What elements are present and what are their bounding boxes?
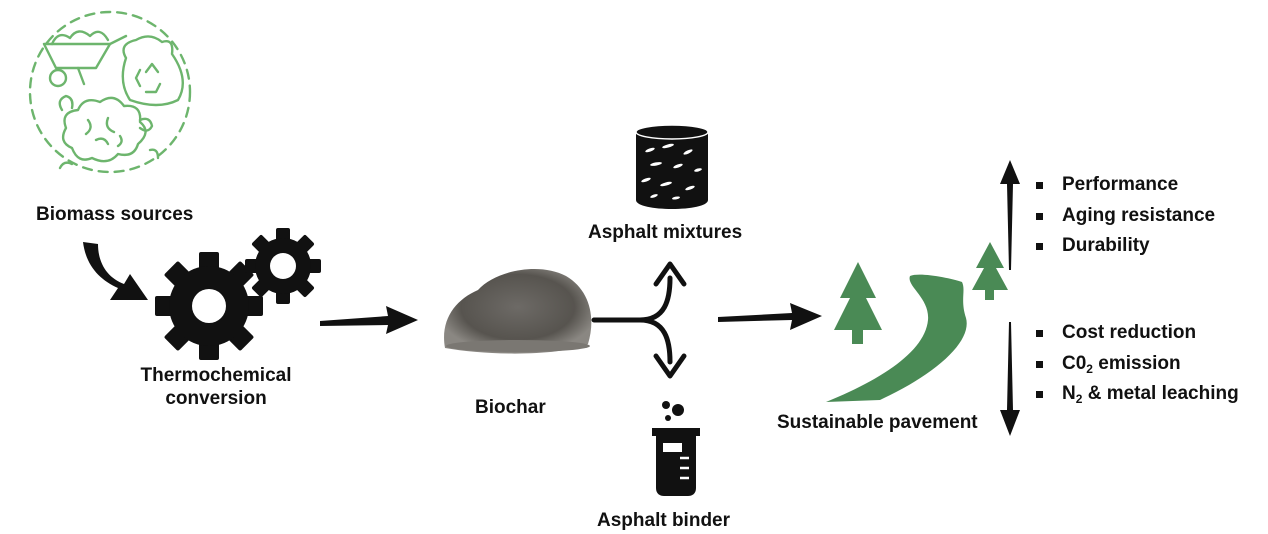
tree-right (972, 242, 1008, 300)
arrow-down-benefits (1000, 322, 1020, 436)
arrow-conversion-to-biochar (320, 306, 418, 334)
benefit-n2-metal-leaching: N2 & metal leaching (1035, 379, 1239, 410)
gears-icon (155, 228, 321, 360)
biochar-label: Biochar (475, 397, 546, 418)
thermochemical-line-1: Thermochemical (140, 365, 292, 386)
tree-left (834, 262, 882, 344)
arrow-biomass-to-conversion (83, 242, 148, 300)
benefit-cost-reduction: Cost reduction (1035, 318, 1239, 349)
asphalt-mixture-cylinder-icon (635, 124, 709, 209)
asphalt-binder-beaker-icon (652, 401, 700, 496)
benefit-performance: Performance (1035, 170, 1215, 201)
benefit-durability: Durability (1035, 231, 1215, 262)
biomass-sources-label: Biomass sources (36, 204, 194, 225)
asphalt-mixtures-label: Asphalt mixtures (588, 222, 743, 243)
biomass-icon (28, 10, 192, 174)
benefit-aging-resistance: Aging resistance (1035, 201, 1215, 232)
road (826, 274, 967, 402)
n2-rest: & metal leaching (1082, 383, 1239, 404)
n2-subscript: 2 (1075, 392, 1083, 406)
asphalt-binder-label: Asphalt binder (597, 510, 731, 531)
arrow-to-pavement (718, 303, 822, 330)
pavement-scene (826, 242, 1008, 402)
sustainable-pavement-label: Sustainable pavement (777, 412, 978, 433)
biochar-pile (444, 268, 592, 354)
benefits-up-list: Performance Aging resistance Durability (1035, 170, 1215, 262)
n2-main: N (1062, 383, 1076, 404)
thermochemical-conversion-label: Thermochemical conversion (116, 364, 316, 410)
benefit-co2-emission: C02 emission (1035, 349, 1239, 380)
thermochemical-line-2: conversion (165, 388, 267, 409)
arrow-up-benefits (1000, 160, 1020, 270)
co2-main: C0 (1062, 352, 1087, 374)
co2-subscript: 2 (1086, 361, 1093, 376)
co2-rest: emission (1092, 352, 1181, 374)
benefits-down-list: Cost reduction C02 emission N2 & metal l… (1035, 318, 1239, 410)
fork-arrow (591, 261, 687, 379)
